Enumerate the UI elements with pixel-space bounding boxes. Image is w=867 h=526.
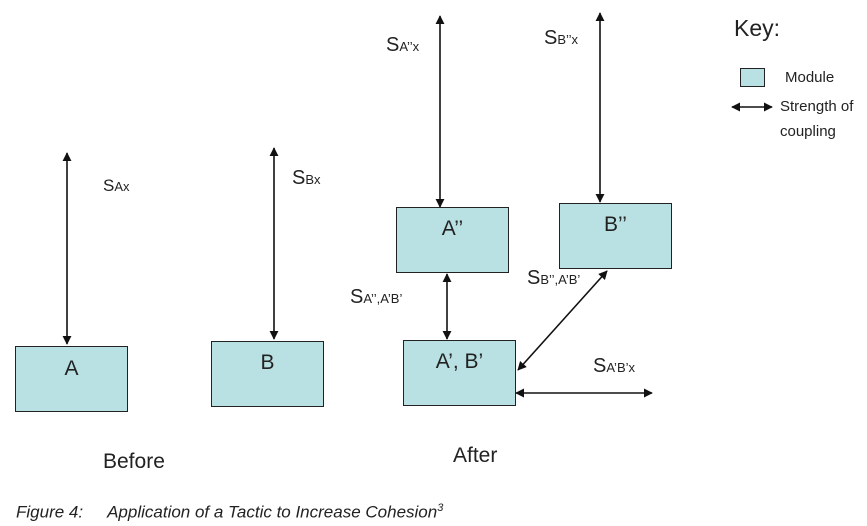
key-coupling-label-line1: Strength of bbox=[780, 98, 854, 115]
label-sb2-a1b1: SB’’,A’B’ bbox=[527, 267, 581, 289]
key-module-label: Module bbox=[785, 69, 835, 86]
module-a-prime-b-prime: A’, B’ bbox=[403, 340, 516, 406]
caption-text: Application of a Tactic to Increase Cohe… bbox=[107, 502, 438, 522]
label-sa2-a1b1: SA’’,A’B’ bbox=[350, 286, 403, 308]
module-b-double-prime: B’’ bbox=[559, 203, 672, 269]
figure-caption: Figure 4: Application of a Tactic to Incr… bbox=[16, 502, 443, 523]
phase-before: Before bbox=[103, 450, 165, 473]
label-sa1b1x: SA’B’x bbox=[593, 355, 635, 377]
label-sax: SAx bbox=[103, 176, 130, 195]
key-coupling-label-line2: coupling bbox=[780, 123, 836, 140]
module-b: B bbox=[211, 341, 324, 407]
caption-footnote: 3 bbox=[437, 502, 444, 514]
key-title: Key: bbox=[734, 15, 781, 41]
caption-label: Figure 4: bbox=[16, 502, 84, 522]
phase-after: After bbox=[453, 444, 498, 467]
module-a-double-prime: A’’ bbox=[396, 207, 509, 273]
arrow-sb2-a1b1 bbox=[517, 270, 608, 371]
label-sa2x: SA’’x bbox=[386, 34, 420, 56]
label-sb2x: SB’’x bbox=[544, 27, 579, 49]
label-sbx: SBx bbox=[292, 167, 321, 189]
module-a: A bbox=[15, 346, 128, 412]
key-module-swatch bbox=[740, 68, 765, 87]
